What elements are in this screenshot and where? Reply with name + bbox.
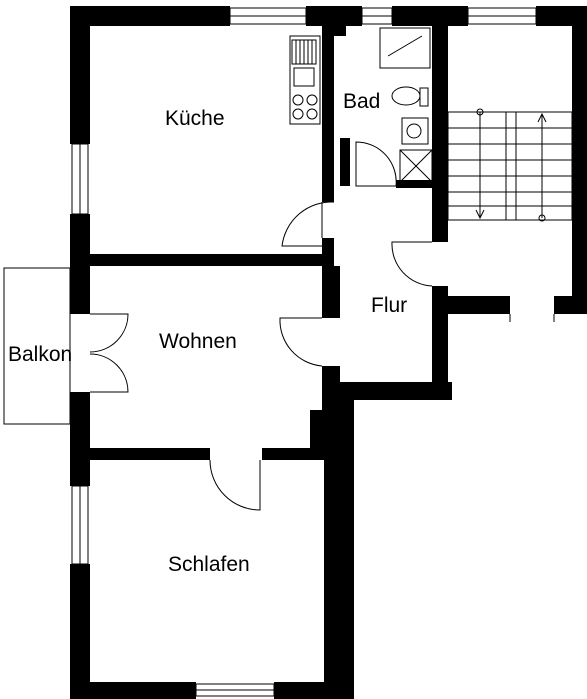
doors [209,141,555,511]
room-label-bad: Bad [343,90,380,113]
room-label-flur: Flur [371,294,407,317]
room-labels: Küche Bad Flur Wohnen Balkon Schlafen [8,90,407,576]
staircase [447,108,573,222]
interior-walls [90,26,587,460]
kitchen-fixtures [289,35,321,125]
room-label-wohnen: Wohnen [159,330,237,353]
windows [71,7,537,697]
room-label-balkon: Balkon [8,343,72,366]
room-label-kueche: Küche [165,107,225,130]
outer-walls [70,6,587,699]
balcony [3,267,129,425]
room-label-schlafen: Schlafen [168,553,250,576]
bathroom-fixtures [379,27,433,183]
